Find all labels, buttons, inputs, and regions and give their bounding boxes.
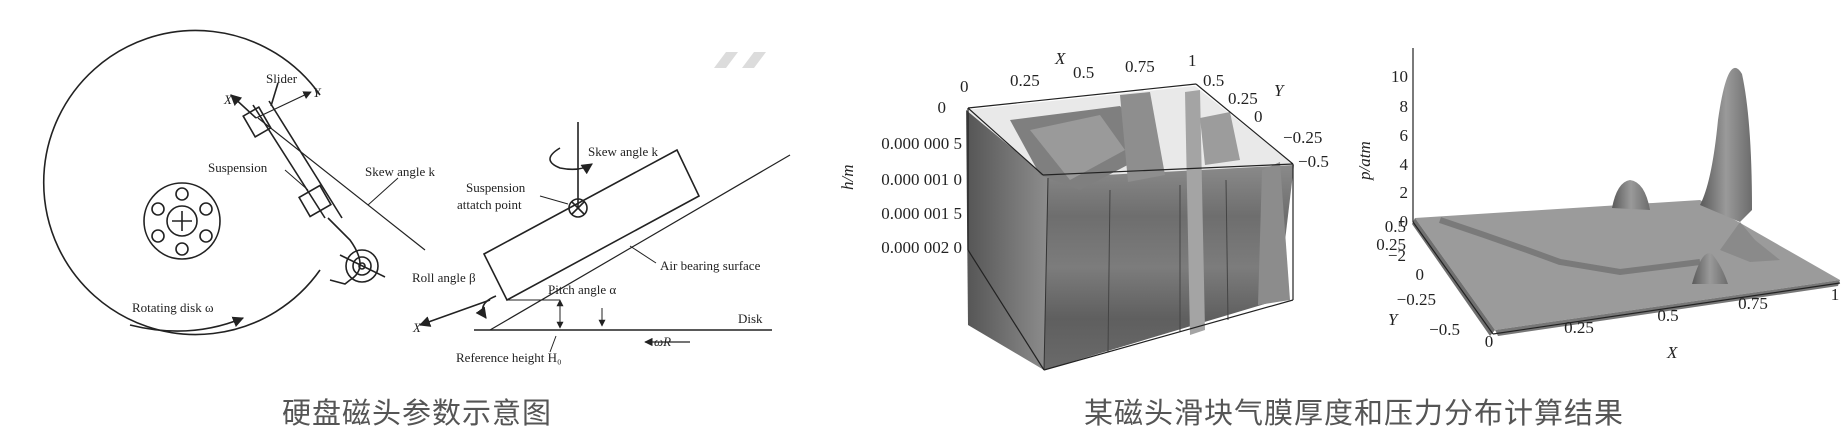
pressure-axes bbox=[1412, 48, 1841, 335]
suspension-attach-label-1: Suspension bbox=[466, 180, 526, 195]
thickness-z-label: h/m bbox=[838, 165, 857, 191]
pressure-z-tick-5: 0 bbox=[1400, 212, 1409, 231]
rotating-disk-label: Rotating disk ω bbox=[132, 300, 214, 315]
pressure-x-label: X bbox=[1666, 343, 1678, 362]
pressure-z-tick-3: 4 bbox=[1400, 155, 1409, 174]
thickness-labels: X 0 0.25 0.5 0.75 1 0.5 0.25 Y 0 −0.25 −… bbox=[838, 49, 1329, 257]
thickness-x-tick-4: 1 bbox=[1188, 51, 1197, 70]
pressure-y-tick-extra: −2 bbox=[1388, 246, 1406, 265]
pivot bbox=[345, 249, 379, 283]
pressure-y-tick-2: 0 bbox=[1416, 265, 1425, 284]
pressure-labels: p/atm 10 8 6 4 2 0 0.5 0.25 −2 0 −0.25 Y… bbox=[1355, 67, 1839, 362]
thickness-x-tick-2: 0.5 bbox=[1073, 63, 1094, 82]
pressure-x-tick-4: 1 bbox=[1831, 285, 1840, 304]
pressure-z-label: p/atm bbox=[1355, 141, 1374, 181]
pressure-z-tick-2: 6 bbox=[1400, 126, 1409, 145]
suspension-label: Suspension bbox=[208, 160, 268, 175]
spindle-hub bbox=[143, 182, 221, 260]
suspension-rect bbox=[298, 184, 332, 218]
skew-angle-side-label: Skew angle k bbox=[588, 144, 659, 159]
pressure-z-tick-1: 8 bbox=[1400, 97, 1409, 116]
watermark-marks bbox=[714, 52, 766, 68]
thickness-y-tick-1: 0.25 bbox=[1228, 89, 1258, 108]
top-axis-y: Y bbox=[313, 85, 322, 100]
disk-label: Disk bbox=[738, 311, 763, 326]
slider-body bbox=[482, 148, 701, 302]
disk-top-view bbox=[42, 29, 426, 336]
thickness-y-tick-4: −0.5 bbox=[1298, 152, 1329, 171]
pressure-x-tick-0: 0 bbox=[1485, 332, 1494, 351]
pressure-y-tick-4: −0.5 bbox=[1429, 320, 1460, 339]
suspension-attach-label-2: attatch point bbox=[457, 197, 522, 212]
pressure-x-tick-1: 0.25 bbox=[1564, 318, 1594, 337]
thickness-x-tick-0: 0 bbox=[960, 77, 969, 96]
thickness-x-tick-1: 0.25 bbox=[1010, 71, 1040, 90]
omega-r-label: ωR bbox=[654, 334, 671, 349]
disk-outline bbox=[42, 29, 321, 336]
attach-point bbox=[568, 198, 588, 218]
pitch-angle-label: Pitch angle α bbox=[548, 282, 616, 297]
air-bearing-label: Air bearing surface bbox=[660, 258, 761, 273]
thickness-axes bbox=[967, 83, 1294, 371]
thickness-z-tick-2: 0.000 001 0 bbox=[881, 170, 962, 189]
right-caption: 某磁头滑块气膜厚度和压力分布计算结果 bbox=[1084, 396, 1625, 430]
slider-rect bbox=[242, 106, 272, 138]
pressure-y-tick-0: 0.5 bbox=[1385, 217, 1406, 236]
slider-label: Slider bbox=[266, 71, 298, 86]
top-axis-x: X bbox=[223, 92, 233, 107]
pressure-y-tick-3: −0.25 bbox=[1397, 290, 1436, 309]
thickness-z-tick-0: 0 bbox=[938, 98, 947, 117]
roll-angle-label: Roll angle β bbox=[412, 270, 476, 285]
pressure-x-tick-3: 0.75 bbox=[1738, 294, 1768, 313]
pressure-surface bbox=[1412, 67, 1840, 336]
skew-angle-top-label: Skew angle k bbox=[365, 164, 436, 179]
thickness-x-label: X bbox=[1054, 49, 1066, 68]
thickness-y-tick-3: −0.25 bbox=[1283, 128, 1322, 147]
disk-top-view-labels: Slider X Y Suspension Skew angle k Rotat… bbox=[132, 71, 436, 315]
left-caption: 硬盘磁头参数示意图 bbox=[282, 396, 553, 430]
thickness-x-tick-3: 0.75 bbox=[1125, 57, 1155, 76]
reference-height-label: Reference height H₀ bbox=[456, 350, 562, 365]
pressure-z-tick-0: 10 bbox=[1391, 67, 1408, 86]
pressure-z-tick-4: 2 bbox=[1400, 183, 1409, 202]
thickness-z-tick-4: 0.000 002 0 bbox=[881, 238, 962, 257]
pressure-y-label: Y bbox=[1388, 310, 1399, 329]
slider-side-view-labels: Skew angle k Suspension attatch point Ai… bbox=[412, 144, 763, 365]
pressure-y-tick-1: 0.25 bbox=[1376, 235, 1406, 254]
thickness-z-tick-3: 0.000 001 5 bbox=[881, 204, 962, 223]
slider-side-view bbox=[418, 122, 791, 353]
thickness-y-label: Y bbox=[1274, 81, 1285, 100]
thickness-z-tick-1: 0.000 000 5 bbox=[881, 134, 962, 153]
thickness-y-tick-0: 0.5 bbox=[1203, 71, 1224, 90]
pressure-x-tick-2: 0.5 bbox=[1657, 306, 1678, 325]
side-axis-x: X bbox=[412, 320, 422, 335]
thickness-y-tick-2: 0 bbox=[1254, 107, 1263, 126]
thickness-surface bbox=[966, 86, 1294, 371]
